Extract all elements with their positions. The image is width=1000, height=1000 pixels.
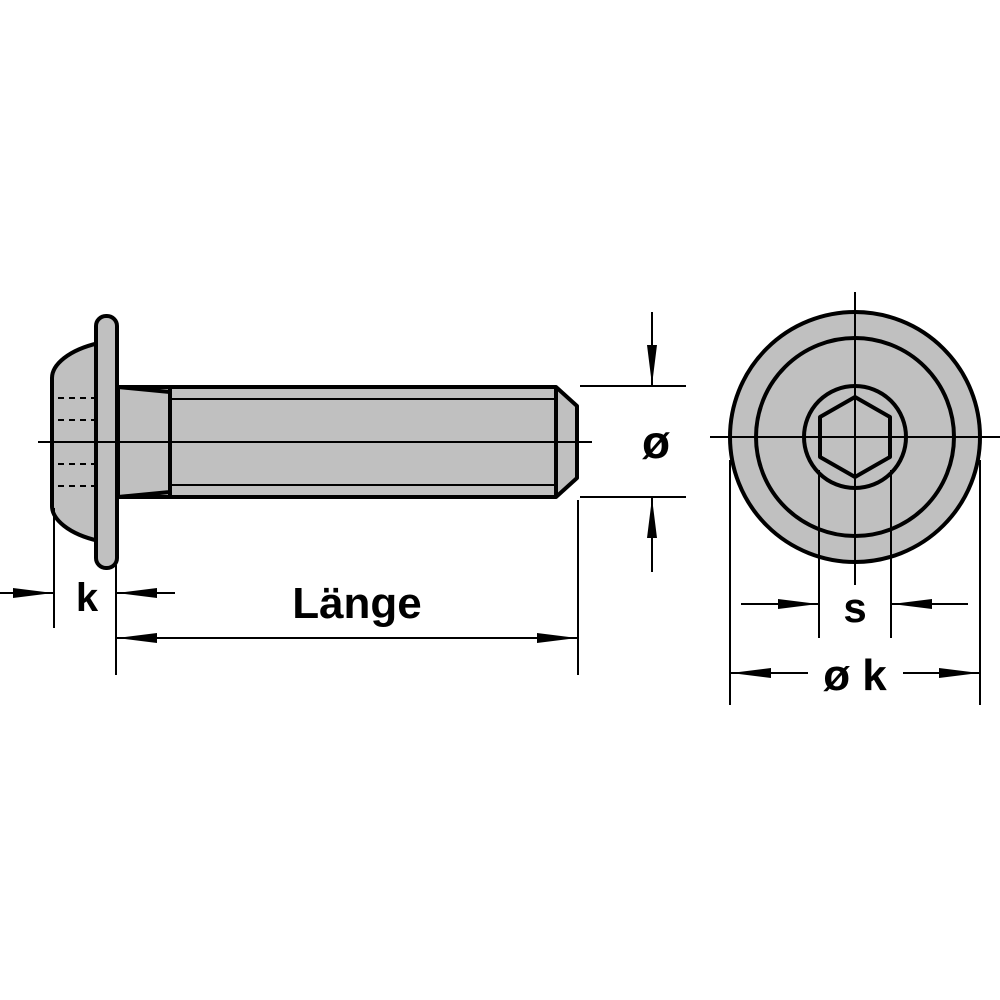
length-dimension: Länge <box>117 500 579 675</box>
head-diameter-label: ø k <box>823 651 887 700</box>
head-height-dimension: k <box>0 508 175 675</box>
socket-size-label: s <box>843 584 866 631</box>
head-height-label: k <box>76 576 99 620</box>
length-label: Länge <box>292 579 422 628</box>
diameter-label: ø <box>642 416 670 468</box>
head-diameter-dimension: ø k <box>729 460 981 705</box>
end-view <box>710 292 1000 585</box>
socket-size-dimension: s <box>741 470 968 638</box>
diameter-dimension: ø <box>580 312 686 572</box>
side-view <box>38 314 592 570</box>
